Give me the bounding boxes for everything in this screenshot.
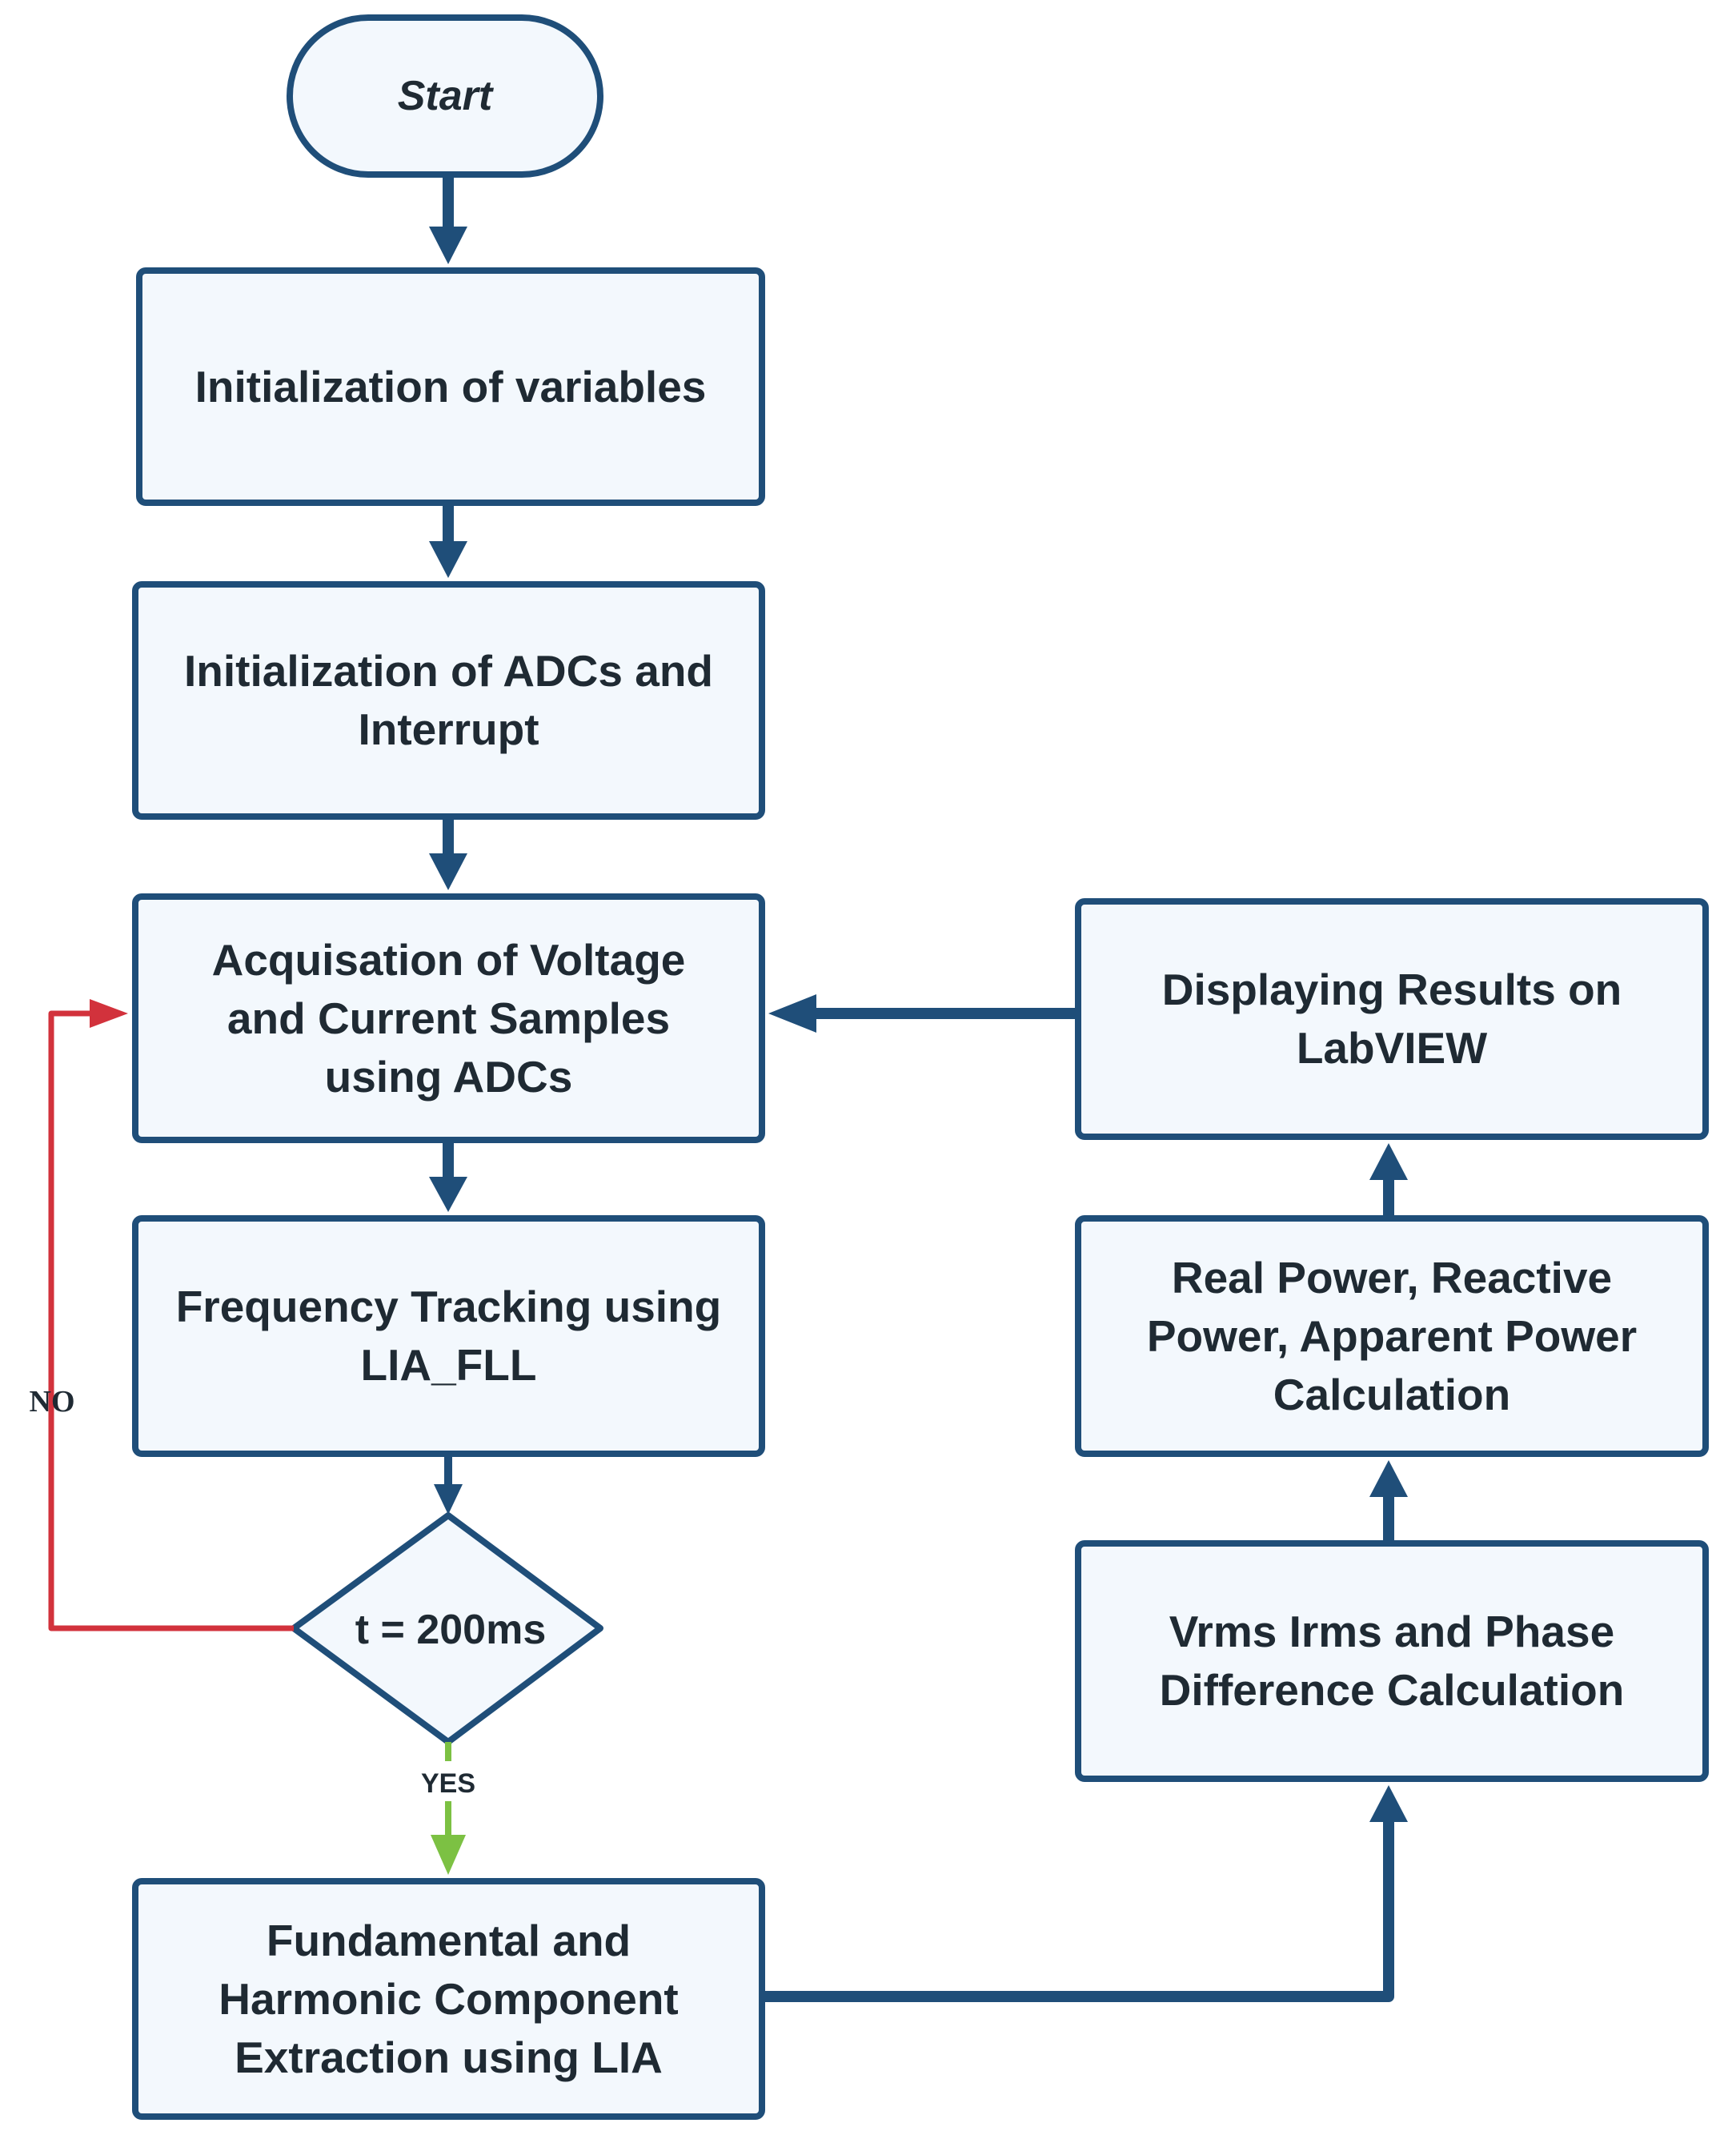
start-label: Start: [397, 72, 493, 119]
power-calculation-label: Real Power, Reactive Power, Apparent Pow…: [1146, 1252, 1638, 1419]
display-results-step: Displaying Results on LabVIEW: [1075, 898, 1709, 1140]
init-adcs-label: Initialization of ADCs and Interrupt: [183, 646, 714, 754]
arrow-display-to-acquisition: [768, 994, 1075, 1033]
frequency-tracking-step: Frequency Tracking using LIA_FLL: [132, 1215, 765, 1457]
extraction-label: Fundamental and Harmonic Component Extra…: [219, 1915, 679, 2082]
arrow-no-branch: [48, 999, 294, 1631]
start-terminal: Start: [287, 14, 603, 178]
arrow-power-to-display: [1369, 1143, 1408, 1215]
arrow-vrms-to-power: [1369, 1460, 1408, 1540]
power-calculation-step: Real Power, Reactive Power, Apparent Pow…: [1075, 1215, 1709, 1457]
init-variables-label: Initialization of variables: [194, 361, 707, 411]
vrms-calculation-step: Vrms Irms and Phase Difference Calculati…: [1075, 1540, 1709, 1782]
vrms-calculation-label: Vrms Irms and Phase Difference Calculati…: [1159, 1607, 1625, 1715]
init-variables-step: Initialization of variables: [136, 267, 765, 506]
arrow-init-adcs-to-acquisition: [429, 820, 467, 890]
decision-label: t = 200ms: [355, 1607, 547, 1653]
acquisition-step: Acquisation of Voltage and Current Sampl…: [132, 893, 765, 1143]
frequency-tracking-label: Frequency Tracking using LIA_FLL: [175, 1282, 722, 1390]
arrow-start-to-init-vars: [429, 178, 467, 264]
acquisition-label: Acquisation of Voltage and Current Sampl…: [211, 934, 686, 1102]
arrow-yes-branch: [431, 1742, 466, 1875]
arrow-init-vars-to-init-adcs: [429, 506, 467, 578]
display-results-label: Displaying Results on LabVIEW: [1161, 965, 1622, 1073]
yes-branch-label: YES: [420, 1768, 476, 1799]
init-adcs-step: Initialization of ADCs and Interrupt: [132, 581, 765, 820]
arrow-extraction-to-vrms: [765, 1785, 1408, 2002]
arrow-acquisition-to-frequency: [429, 1143, 467, 1212]
arrow-frequency-to-decision: [434, 1457, 463, 1515]
no-branch-label: NO: [29, 1385, 75, 1419]
extraction-step: Fundamental and Harmonic Component Extra…: [132, 1878, 765, 2120]
